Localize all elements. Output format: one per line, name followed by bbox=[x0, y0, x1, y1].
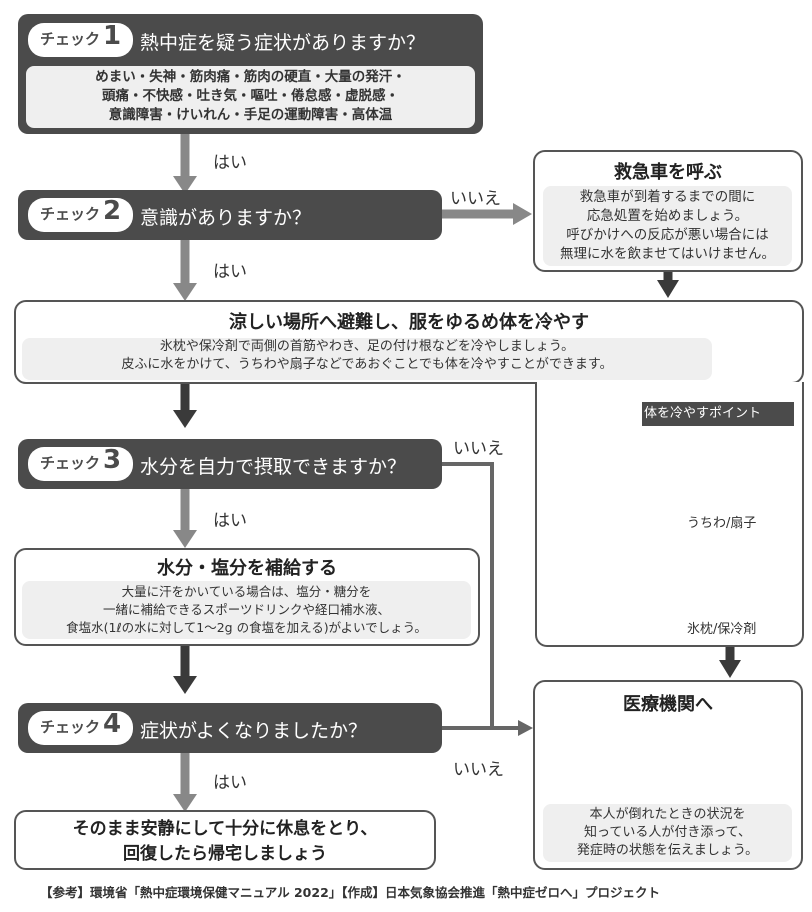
rest-line: 回復したら帰宅しましょう bbox=[123, 843, 327, 864]
medical-text: 本人が倒れたときの状況を 知っている人が付き添って、 発症時の状態を伝えましょう… bbox=[543, 804, 792, 862]
check3-block: チェック 3 水分を自力で摂取できますか？ bbox=[18, 439, 442, 489]
check4-yes-label: はい bbox=[213, 773, 247, 793]
check2-question: 意識がありますか？ bbox=[140, 207, 312, 229]
check2-badge-label: チェック bbox=[39, 205, 100, 223]
check3-question: 水分を自力で摂取できますか？ bbox=[140, 456, 407, 478]
cooling-line: 皮ふに水をかけて、うちわや扇子などであおぐことでも体を冷やすことができます。 bbox=[121, 357, 613, 373]
check1-yes-label: はい bbox=[213, 153, 247, 173]
symptom-list: めまい・失神・筋肉痛・筋肉の硬直・大量の発汗・ 頭痛・不快感・吐き気・嘔吐・倦怠… bbox=[26, 66, 475, 128]
check3-badge: チェック 3 bbox=[28, 447, 133, 481]
footer-credit: 【参考】環境省「熱中症環境保健マニュアル 2022」【作成】日本気象協会推進「熱… bbox=[40, 885, 661, 900]
check3-no-label: いいえ bbox=[453, 439, 504, 459]
hydration-box: 水分・塩分を補給する 大量に汗をかいている場合は、塩分・糖分を 一緒に補給できる… bbox=[14, 548, 480, 646]
cooling-box: 涼しい場所へ避難し、服をゆるめ体を冷やす 氷枕や保冷剤で両側の首筋やわき、足の付… bbox=[14, 300, 804, 384]
check2-badge: チェック 2 bbox=[28, 198, 133, 232]
check3-badge-number: 3 bbox=[102, 445, 122, 475]
check3-yes-label: はい bbox=[213, 511, 247, 531]
symptom-line: 頭痛・不快感・吐き気・嘔吐・倦怠感・虚脱感・ bbox=[102, 87, 399, 104]
hydration-text: 大量に汗をかいている場合は、塩分・糖分を 一緒に補給できるスポーツドリンクや経口… bbox=[22, 581, 471, 639]
check4-badge: チェック 4 bbox=[28, 711, 133, 745]
rest-text: そのまま安静にして十分に休息をとり、 回復したら帰宅しましょう bbox=[16, 817, 434, 866]
hydration-line: 一緒に補給できるスポーツドリンクや経口補水液、 bbox=[102, 602, 390, 618]
check1-question: 熱中症を疑う症状がありますか？ bbox=[140, 32, 426, 54]
cooling-title: 涼しい場所へ避難し、服をゆるめ体を冷やす bbox=[229, 312, 589, 333]
check4-no-label: いいえ bbox=[453, 760, 504, 780]
check4-block: チェック 4 症状がよくなりましたか？ bbox=[18, 703, 442, 753]
rest-box: そのまま安静にして十分に休息をとり、 回復したら帰宅しましょう bbox=[14, 810, 436, 870]
symptom-line: 意識障害・けいれん・手足の運動障害・高体温 bbox=[108, 106, 393, 123]
cooling-text: 氷枕や保冷剤で両側の首筋やわき、足の付け根などを冷やしましょう。 皮ふに水をかけ… bbox=[22, 338, 712, 380]
check3-badge-label: チェック bbox=[39, 454, 100, 472]
hydration-line: 大量に汗をかいている場合は、塩分・糖分を bbox=[121, 584, 372, 599]
check4-question: 症状がよくなりましたか？ bbox=[140, 720, 368, 742]
fan-label: うちわ/扇子 bbox=[687, 516, 757, 531]
ambulance-text: 救急車が到着するまでの間に 応急処置を始めましょう。 呼びかけへの反応が悪い場合… bbox=[543, 186, 792, 266]
check1-badge-label: チェック bbox=[39, 30, 100, 48]
check2-yes-label: はい bbox=[213, 262, 247, 282]
ambulance-line: 呼びかけへの反応が悪い場合には bbox=[566, 226, 769, 243]
ambulance-line: 応急処置を始めましょう。 bbox=[586, 207, 749, 224]
medical-line: 発症時の状態を伝えましょう。 bbox=[576, 843, 759, 859]
ambulance-line: 救急車が到着するまでの間に bbox=[579, 189, 756, 205]
medical-line: 知っている人が付き添って、 bbox=[583, 825, 752, 841]
medical-box: 医療機関へ 本人が倒れたときの状況を 知っている人が付き添って、 発症時の状態を… bbox=[533, 680, 803, 870]
check1-block: チェック 1 熱中症を疑う症状がありますか？ めまい・失神・筋肉痛・筋肉の硬直・… bbox=[18, 14, 483, 134]
check2-block: チェック 2 意識がありますか？ bbox=[18, 190, 442, 240]
check4-badge-number: 4 bbox=[102, 709, 122, 739]
icepack-label: 氷枕/保冷剤 bbox=[687, 622, 757, 637]
ambulance-line: 無理に水を飲ませてはいけません。 bbox=[560, 245, 775, 262]
check2-badge-number: 2 bbox=[102, 196, 122, 226]
check2-no-label: いいえ bbox=[450, 189, 501, 209]
check1-badge-number: 1 bbox=[102, 21, 122, 51]
cooling-points-header: 体を冷やすポイント bbox=[642, 402, 794, 426]
hydration-line: 食塩水(1ℓの水に対して1〜2g の食塩を加える)がよいでしょう。 bbox=[66, 620, 427, 636]
check4-badge-label: チェック bbox=[39, 718, 100, 736]
ambulance-title: 救急車を呼ぶ bbox=[614, 162, 722, 183]
check1-badge: チェック 1 bbox=[28, 23, 133, 57]
ambulance-box: 救急車を呼ぶ 救急車が到着するまでの間に 応急処置を始めましょう。 呼びかけへの… bbox=[533, 150, 803, 272]
cooling-points-panel: 体を冷やすポイント うちわ/扇子 氷枕/保冷剤 bbox=[535, 382, 804, 647]
rest-line: そのまま安静にして十分に休息をとり、 bbox=[72, 819, 378, 839]
medical-title: 医療機関へ bbox=[623, 694, 713, 715]
cooling-line: 氷枕や保冷剤で両側の首筋やわき、足の付け根などを冷やしましょう。 bbox=[159, 339, 575, 354]
medical-line: 本人が倒れたときの状況を bbox=[589, 807, 746, 822]
symptom-line: めまい・失神・筋肉痛・筋肉の硬直・大量の発汗・ bbox=[95, 69, 406, 85]
hydration-title: 水分・塩分を補給する bbox=[157, 558, 337, 579]
